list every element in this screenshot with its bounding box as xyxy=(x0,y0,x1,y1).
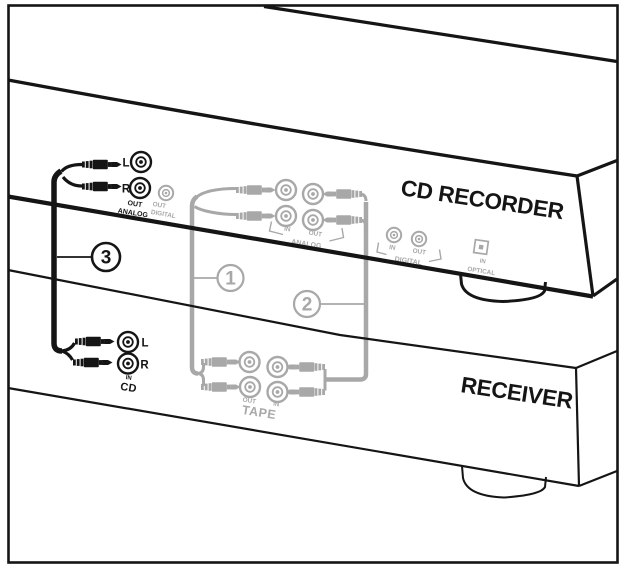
analog-in-left-jack-icon xyxy=(274,178,298,202)
tape-in-label: IN xyxy=(273,402,280,409)
receiver-cabinet xyxy=(7,268,618,488)
analog-out-right-jack-icon xyxy=(301,208,325,232)
out-digital-label-2: DIGITAL xyxy=(150,209,176,220)
cable-3-number: 3 xyxy=(101,248,112,269)
digital-out-jack-icon xyxy=(410,230,428,248)
receiver-title: RECEIVER xyxy=(459,372,574,413)
tape-in-left-jack-icon xyxy=(266,355,289,379)
analog-in-right-jack-icon xyxy=(274,204,298,228)
analog-out-label: OUT xyxy=(308,230,323,239)
cd-in-r-label: R xyxy=(140,360,149,372)
analog-in-label: IN xyxy=(284,226,292,234)
digital-in-jack-icon xyxy=(385,226,403,244)
rca-plug-icon xyxy=(82,181,122,192)
rca-plug-icon xyxy=(322,215,362,225)
label-brackets xyxy=(268,221,442,263)
rca-plug-icon xyxy=(236,185,276,195)
optical-in-jack-icon xyxy=(472,238,490,256)
analog-group-label: ANALOG xyxy=(291,239,323,251)
digital-out-label: OUT xyxy=(412,248,427,257)
out-analog-label-1: OUT xyxy=(127,200,143,209)
cable-1-callout: 1 xyxy=(193,263,245,293)
cable-3-callout: 3 xyxy=(57,241,122,273)
cable-2-number: 2 xyxy=(302,295,313,316)
rca-plug-icon xyxy=(82,159,122,170)
tape-out-label: OUT xyxy=(242,397,257,406)
cable-3-receiver-link: 3 xyxy=(51,150,153,375)
out-digital-label-1: OUT xyxy=(152,201,167,210)
cd-in-r-jack-icon xyxy=(116,352,140,375)
digital-group-label: DIGITAL xyxy=(394,256,423,267)
cd-recorder-foot xyxy=(459,273,547,304)
rca-plug-icon xyxy=(73,357,113,368)
cd-in-label-2: CD xyxy=(119,381,137,395)
analog-out-r-jack-icon xyxy=(128,176,152,200)
rca-plug-icon xyxy=(322,189,362,199)
out-analog-r-label: R xyxy=(122,184,131,196)
cable-1-analog-record xyxy=(189,187,237,386)
analog-out-l-jack-icon xyxy=(129,150,153,174)
digital-in-label: IN xyxy=(389,244,397,252)
rca-plug-icon xyxy=(285,362,325,372)
tape-out-right-jack-icon xyxy=(238,375,262,399)
rca-plug-icon xyxy=(75,336,115,347)
rca-plug-icon xyxy=(285,387,325,397)
rca-plug-icon xyxy=(236,211,276,221)
digital-out-coax-jack-icon xyxy=(157,184,175,202)
cd-in-l-label: L xyxy=(141,338,148,350)
cd-recorder-cabinet xyxy=(7,4,618,299)
optical-in-label: IN xyxy=(479,259,486,266)
rca-plug-icon xyxy=(201,382,241,392)
cable-1-number: 1 xyxy=(225,269,236,290)
rca-plug-icon xyxy=(201,357,241,367)
gray-connection-layer: 1 2 OUT DIGITAL IN OUT ANALOG IN OUT DIG… xyxy=(150,178,496,422)
figure-border xyxy=(7,4,619,564)
out-analog-l-label: L xyxy=(122,158,129,170)
out-analog-label-2: ANALOG xyxy=(117,208,149,220)
cable-2-callout: 2 xyxy=(292,289,364,319)
analog-out-left-jack-icon xyxy=(301,182,325,206)
tape-out-left-jack-icon xyxy=(238,350,261,374)
device-outlines xyxy=(7,4,618,499)
cd-recorder-title: CD RECORDER xyxy=(399,175,565,224)
cd-in-label-1: IN xyxy=(125,375,132,382)
optical-label: OPTICAL xyxy=(467,266,496,277)
receiver-foot xyxy=(461,465,547,499)
tape-in-right-jack-icon xyxy=(266,380,289,404)
cd-in-l-jack-icon xyxy=(116,330,140,354)
tape-group-label: TAPE xyxy=(241,403,277,422)
